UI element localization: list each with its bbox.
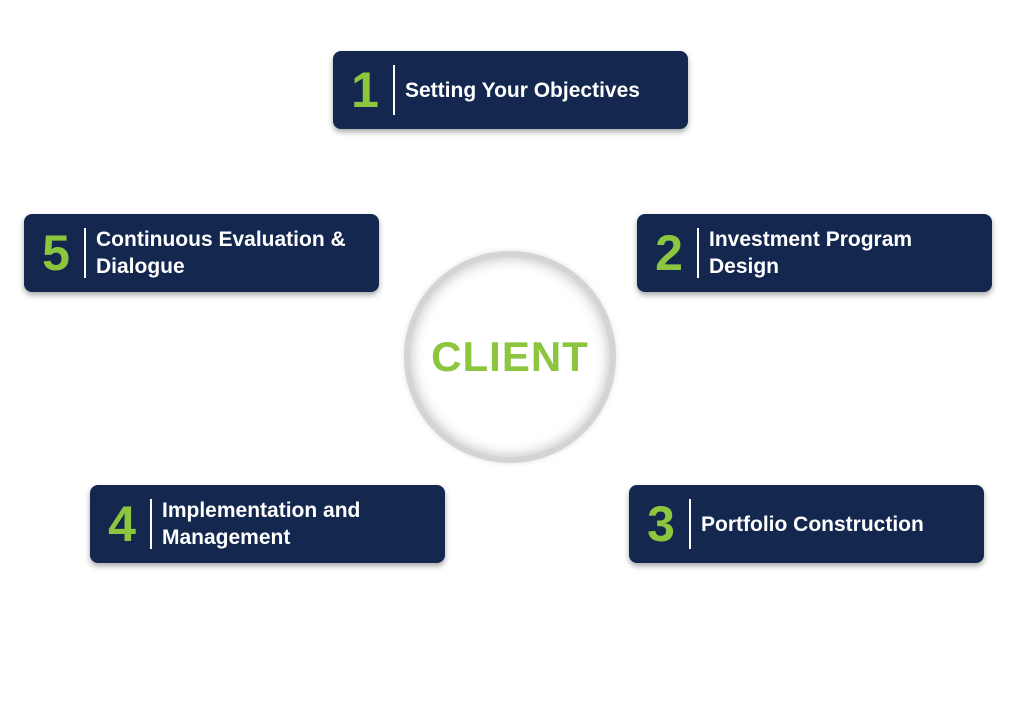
step-divider — [689, 499, 691, 549]
step-box-portfolio-construction: 3 Portfolio Construction — [629, 485, 984, 563]
step-label: Continuous Evaluation & Dialogue — [96, 228, 346, 278]
step-number: 5 — [42, 225, 70, 281]
step-number: 4 — [108, 496, 136, 552]
step-label: Portfolio Construction — [701, 512, 924, 536]
step-number: 3 — [647, 496, 675, 552]
step-divider — [150, 499, 152, 549]
client-circle: CLIENT — [404, 251, 616, 463]
step-number: 2 — [655, 225, 683, 281]
step-label: Investment Program Design — [709, 228, 913, 278]
client-label: CLIENT — [431, 333, 589, 380]
step-label: Implementation and Management — [162, 499, 361, 549]
step-number: 1 — [351, 62, 379, 118]
step-divider — [393, 65, 395, 115]
step-label: Setting Your Objectives — [405, 78, 640, 102]
step-divider — [84, 228, 86, 278]
step-box-investment-program-design: 2 Investment Program Design — [637, 214, 992, 292]
step-box-implementation-management: 4 Implementation and Management — [90, 485, 445, 563]
step-box-setting-objectives: 1 Setting Your Objectives — [333, 51, 688, 129]
step-box-continuous-evaluation: 5 Continuous Evaluation & Dialogue — [24, 214, 379, 292]
step-divider — [697, 228, 699, 278]
